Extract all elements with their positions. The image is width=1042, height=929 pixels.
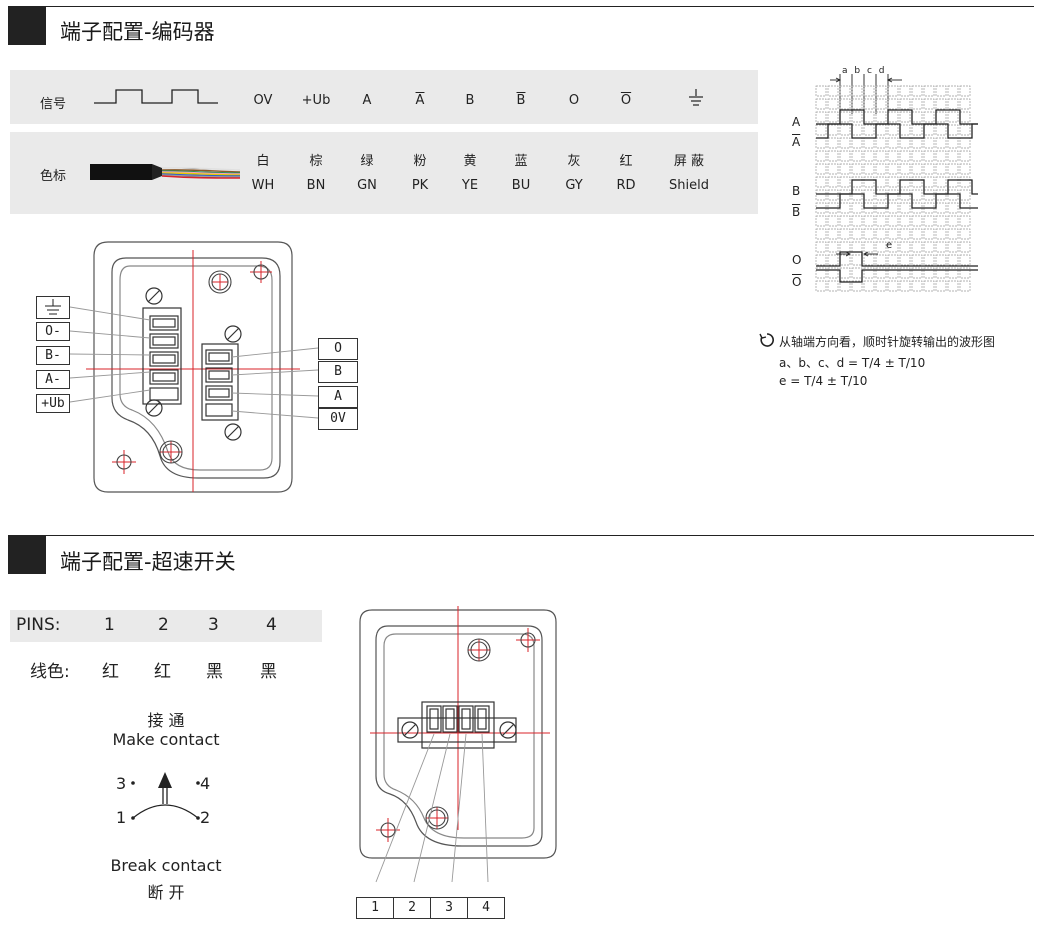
signal-7: O (568, 93, 580, 108)
pin-number-1: 1 (104, 615, 115, 635)
signal-5: B (465, 93, 475, 108)
waveform-row-label-2: A (792, 135, 801, 149)
pin-number-4: 4 (266, 615, 277, 635)
switch-pin-box-4: 4 (467, 897, 505, 919)
section2-top-rule (8, 535, 1034, 536)
color-en-9: Shield (669, 178, 709, 193)
color-en-7: GY (565, 178, 583, 193)
switch-terminal-4: 4 (200, 774, 211, 793)
switch-pin-box-1: 1 (356, 897, 394, 919)
right-terminal-label-a: A (318, 386, 358, 408)
section2-header-block (8, 536, 46, 574)
waveform-top-labels: a b c d (842, 66, 887, 76)
left-ground-label-icon (36, 296, 70, 319)
signal-6: B (516, 93, 526, 108)
wire-color-3: 黑 (206, 662, 223, 682)
pins-label: PINS: (16, 615, 61, 635)
color-row-label: 色标 (40, 169, 67, 184)
switch-terminal-3: 3 (116, 774, 127, 793)
cable-icon (90, 164, 241, 180)
color-cn-9: 屏 蔽 (673, 154, 705, 169)
color-en-6: BU (511, 178, 531, 193)
pins-band (10, 610, 322, 642)
waveform-diagram (815, 74, 978, 292)
color-cn-1: 白 (256, 154, 270, 169)
encoder-housing-inner (111, 257, 281, 479)
encoder-housing-outer (93, 241, 293, 493)
color-en-4: PK (411, 178, 429, 193)
left-terminal-label-ub: +Ub (36, 394, 70, 413)
color-en-3: GN (357, 178, 377, 193)
color-cn-8: 红 (619, 154, 633, 169)
signal-1: OV (253, 93, 273, 108)
waveform-note-abcd: a、b、c、d = T/4 ± T/10 (779, 356, 926, 370)
color-cn-6: 蓝 (514, 154, 528, 169)
make-contact-cn: 接 通 (147, 711, 185, 730)
waveform-note-title: 从轴端方向看，顺时针旋转输出的波形图 (779, 335, 996, 349)
wire-color-4: 黑 (260, 662, 277, 682)
waveform-row-label-6: O (792, 275, 802, 289)
section1-header-block (8, 7, 46, 45)
pin-number-2: 2 (158, 615, 169, 635)
right-terminal-label-0v: 0V (318, 408, 358, 430)
section2-title: 端子配置-超速开关 (60, 550, 236, 574)
color-cn-5: 黄 (463, 154, 477, 169)
ground-icon (689, 89, 703, 106)
color-cn-2: 棕 (309, 154, 323, 169)
left-terminal-label-a-minus: A- (36, 370, 70, 389)
waveform-row-label-3: B (792, 184, 801, 198)
break-contact-cn: 断 开 (147, 883, 185, 902)
wire-color-2: 红 (154, 662, 171, 682)
left-terminal-label-o-minus: O- (36, 322, 70, 341)
waveform-note-e: e = T/4 ± T/10 (779, 374, 868, 388)
wire-color-label: 线色: (30, 662, 70, 682)
waveform-row-label-5: O (792, 253, 802, 267)
color-en-8: RD (616, 178, 636, 193)
color-en-2: BN (306, 178, 326, 193)
pulse-waveform-icon (94, 89, 218, 104)
waveform-row-label-4: B (792, 205, 801, 219)
rotation-clockwise-icon (759, 333, 774, 347)
signal-3: A (362, 93, 372, 108)
signal-8: O (620, 93, 632, 108)
color-cn-7: 灰 (567, 154, 581, 169)
waveform-e-label: e (886, 240, 893, 251)
color-en-1: WH (251, 178, 275, 193)
switch-terminal-1: 1 (116, 808, 127, 827)
color-cn-3: 绿 (360, 154, 374, 169)
waveform-row-label-1: A (792, 115, 801, 129)
section1-title: 端子配置-编码器 (60, 20, 215, 44)
right-terminal-label-b: B (318, 361, 358, 383)
switch-symbol-icon (131, 772, 200, 820)
color-cn-4: 粉 (413, 154, 427, 169)
signal-row-label: 信号 (40, 97, 67, 112)
signal-band (10, 70, 758, 124)
pin-number-3: 3 (208, 615, 219, 635)
switch-pin-box-3: 3 (430, 897, 468, 919)
right-terminal-label-o: O (318, 338, 358, 360)
signal-2: +Ub (301, 93, 331, 108)
break-contact-en: Break contact (110, 856, 222, 875)
wire-color-1: 红 (102, 662, 119, 682)
color-en-5: YE (461, 178, 479, 193)
switch-terminal-2: 2 (200, 808, 211, 827)
switch-pin-box-2: 2 (393, 897, 431, 919)
make-contact-en: Make contact (112, 730, 220, 749)
signal-4: A (415, 93, 425, 108)
left-terminal-label-b-minus: B- (36, 346, 70, 365)
section1-top-rule (8, 6, 1034, 7)
